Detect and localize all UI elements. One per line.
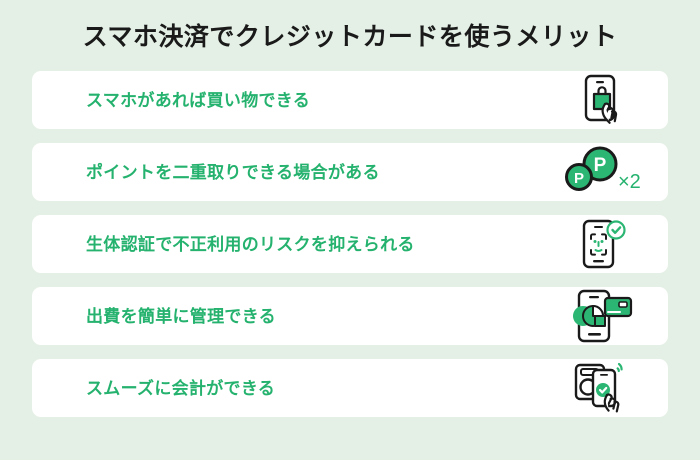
benefit-label: スマホがあれば買い物できる <box>86 90 311 110</box>
page-title: スマホ決済でクレジットカードを使うメリット <box>82 23 618 51</box>
benefit-label: 出費を簡単に管理できる <box>86 306 276 326</box>
contactless-payment-terminal-hand-icon <box>554 360 650 416</box>
benefit-list: スマホがあれば買い物できる ポイントを二重取りできる場合がある <box>0 71 700 417</box>
list-item: 生体認証で不正利用のリスクを抑えられる <box>32 215 668 273</box>
face-id-smartphone-check-icon <box>554 216 650 272</box>
benefit-label: スムーズに会計ができる <box>86 378 276 398</box>
benefit-label: 生体認証で不正利用のリスクを抑えられる <box>86 234 415 254</box>
coin-multiplier-label: ×2 <box>618 171 641 193</box>
list-item: 出費を簡単に管理できる <box>32 287 668 345</box>
list-item: スマホがあれば買い物できる <box>32 71 668 129</box>
smartphone-shopping-bag-hand-icon <box>554 72 650 128</box>
coin-letter-large: P <box>594 155 607 176</box>
smartphone-pie-chart-credit-card-icon <box>554 288 650 344</box>
benefit-label: ポイントを二重取りできる場合がある <box>86 162 380 182</box>
list-item: スムーズに会計ができる <box>32 359 668 417</box>
point-coins-icon: P P ×2 <box>554 144 650 200</box>
coin-letter-small: P <box>574 170 584 187</box>
list-item: ポイントを二重取りできる場合がある P P ×2 <box>32 143 668 201</box>
